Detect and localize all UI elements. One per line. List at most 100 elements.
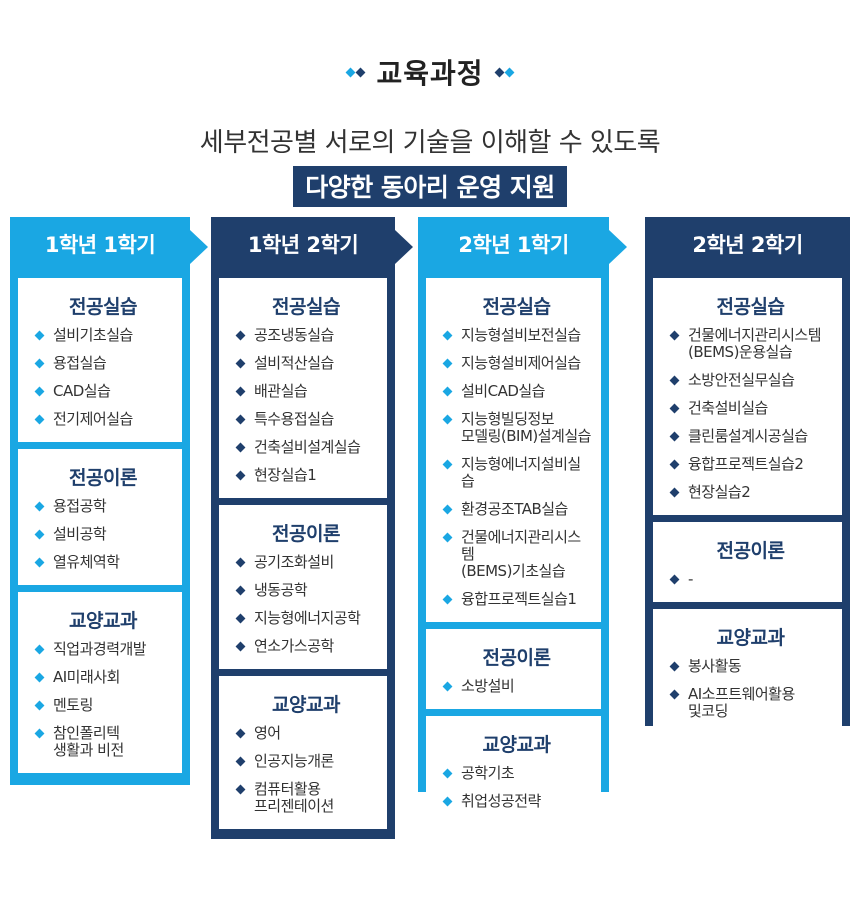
course-name: 배관실습 [254,382,308,400]
course-name: 현장실습1 [254,466,317,484]
course-item: 컴퓨터활용 프리젠테이션 [235,781,377,815]
course-name: 특수용접실습 [254,410,334,428]
course-item: - [669,571,832,588]
course-item: 연소가스공학 [235,638,377,655]
course-item: 건물에너지관리시스템 (BEMS)운용실습 [669,327,832,361]
course-name: 취업성공전략 [461,792,541,810]
page-title-row: 교육과정 [346,52,514,92]
semester-header: 2학년 2학기 [692,233,803,257]
course-item: 직업과경력개발 [34,641,172,658]
course-name: 설비기초실습 [53,326,133,344]
semester-header: 1학년 1학기 [44,233,156,257]
section-title: 전공실습 [482,296,551,318]
diamond-bullet-icon [235,414,246,425]
course-item: 건축설비설계실습 [235,439,377,456]
diamond-bullet-icon [34,672,45,683]
course-item: 지능형에너지공학 [235,610,377,627]
course-name: 컴퓨터활용 프리젠테이션 [254,780,334,815]
course-name: 공학기초 [461,764,515,782]
course-item: 현장실습1 [235,467,377,484]
section-title: 교양교과 [69,610,137,632]
course-item: 공조냉동실습 [235,327,377,344]
section-title: 교양교과 [482,734,551,756]
course-list: - [669,571,832,588]
course-name: 연소가스공학 [254,637,334,655]
semester-header: 2학년 1학기 [458,233,569,257]
diamond-bullet-icon [669,661,680,672]
course-item: 융합프로젝트실습2 [669,456,832,473]
course-name: AI소프트웨어활용 및코딩 [688,685,795,720]
course-name: 환경공조TAB실습 [461,500,568,518]
section-title: 전공이론 [716,540,785,562]
course-item: 영어 [235,725,377,742]
diamond-bullet-icon [34,330,45,341]
diamond-bullet-icon [235,386,246,397]
diamond-bullet-icon [34,644,45,655]
course-name: 건축설비실습 [688,399,768,417]
course-name: AI미래사회 [53,668,120,686]
course-name: 영어 [254,724,281,742]
arrow-right-icon [609,230,627,264]
diamond-bullet-icon [669,689,680,700]
course-name: CAD실습 [53,382,111,400]
course-item: 취업성공전략 [442,793,591,810]
arrow-right-icon [190,230,208,264]
diamond-bullet-icon [442,504,453,515]
diamond-bullet-icon [442,358,453,369]
course-name: 소방안전실무실습 [688,371,795,389]
course-item: 지능형에너지설비실습 [442,456,591,490]
subtitle: 세부전공별 서로의 기술을 이해할 수 있도록 [199,128,661,158]
title-area: 교육과정 [0,52,860,92]
section-title: 교양교과 [716,627,785,649]
course-item: 특수용접실습 [235,411,377,428]
course-item: CAD실습 [34,383,172,400]
course-name: - [688,570,693,588]
course-name: 참인폴리텍 생활과 비전 [53,724,124,759]
course-name: 용접공학 [53,497,107,515]
diamond-bullet-icon [235,585,246,596]
course-name: 클린룸설계시공실습 [688,427,808,445]
course-name: 냉동공학 [254,581,308,599]
diamond-bullet-icon [235,756,246,767]
diamond-decoration-left-icon [346,67,366,77]
diamond-bullet-icon [669,574,680,585]
course-item: 건축설비실습 [669,400,832,417]
course-name: 용접실습 [53,354,107,372]
diamond-bullet-icon [235,557,246,568]
course-item: 융합프로젝트실습1 [442,591,591,608]
diamond-bullet-icon [669,403,680,414]
diamond-bullet-icon [669,459,680,470]
course-item: 지능형빌딩정보 모델링(BIM)설계실습 [442,411,591,445]
course-name: 지능형설비보전실습 [461,326,581,344]
page-title: 교육과정 [376,57,484,90]
course-item: 멘토링 [34,697,172,714]
course-item: 냉동공학 [235,582,377,599]
diamond-bullet-icon [34,529,45,540]
course-name: 전기제어실습 [53,410,133,428]
course-item: 참인폴리텍 생활과 비전 [34,725,172,759]
course-item: 소방설비 [442,678,591,695]
diamond-bullet-icon [442,459,453,470]
course-item: 지능형설비제어실습 [442,355,591,372]
diamond-bullet-icon [442,768,453,779]
diamond-bullet-icon [669,330,680,341]
diamond-bullet-icon [235,358,246,369]
course-item: 설비CAD실습 [442,383,591,400]
diamond-bullet-icon [669,375,680,386]
section-title: 전공실습 [716,296,785,318]
